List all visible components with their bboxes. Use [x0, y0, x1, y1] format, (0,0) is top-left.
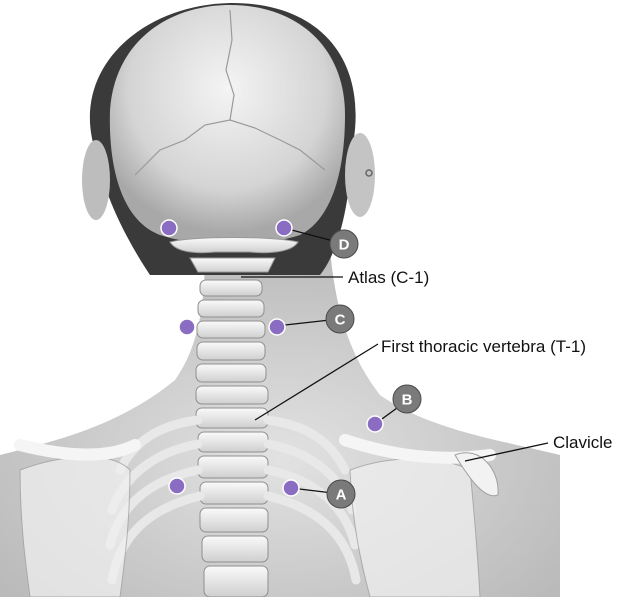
point-c-left	[179, 319, 195, 335]
marker-a-text: A	[336, 487, 347, 504]
marker-c-text: C	[335, 312, 346, 329]
cervical-spine	[196, 280, 266, 382]
marker-d-text: D	[339, 237, 350, 254]
marker-b-text: B	[402, 392, 413, 409]
left-scapula	[20, 457, 130, 597]
marker-c: C	[326, 305, 354, 333]
marker-d: D	[330, 230, 358, 258]
clavicle-label: Clavicle	[553, 433, 613, 452]
point-d-left	[161, 220, 177, 236]
point-a-right	[283, 480, 299, 496]
point-b	[367, 416, 383, 432]
marker-b: B	[393, 385, 421, 413]
atlas-label: Atlas (C-1)	[348, 268, 429, 287]
point-c-right	[269, 319, 285, 335]
atlas-vertebra	[170, 238, 298, 253]
point-d-right	[276, 220, 292, 236]
t1-label: First thoracic vertebra (T-1)	[381, 337, 586, 356]
marker-a: A	[327, 480, 355, 508]
point-a-left	[169, 478, 185, 494]
right-scapula	[350, 459, 480, 597]
left-ear	[82, 140, 110, 220]
skull	[110, 5, 345, 245]
axis-vertebra	[190, 258, 275, 272]
